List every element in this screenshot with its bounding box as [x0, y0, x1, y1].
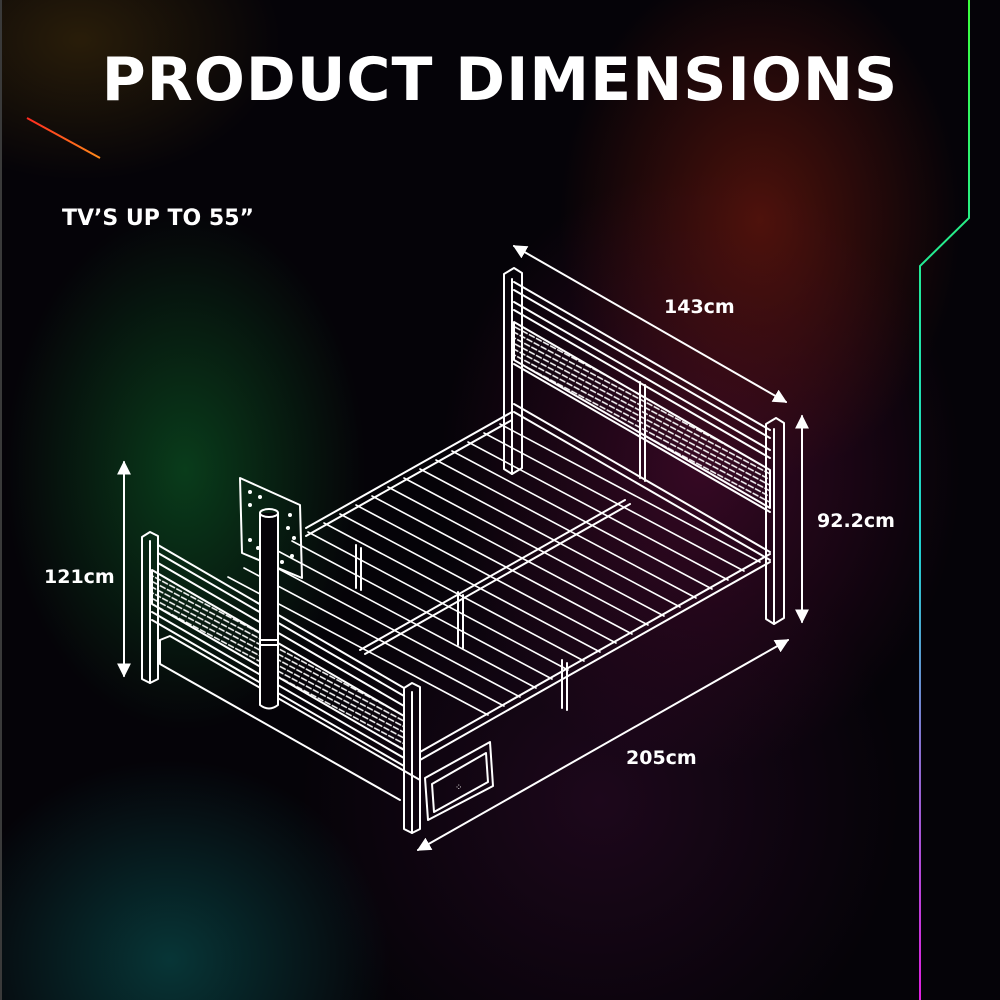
frame-right-line: [919, 0, 970, 1000]
page-title: PRODUCT DIMENSIONS: [101, 45, 899, 115]
under-bed-drawer: ⁘: [159, 635, 494, 821]
headboard-height-label: 92.2cm: [817, 510, 895, 532]
dimension-arrows: [117, 245, 809, 851]
length-arrow: [416, 639, 790, 851]
tv-mount: [239, 477, 303, 710]
width-label: 143cm: [664, 296, 735, 318]
length-label: 205cm: [626, 747, 697, 769]
left-edge-strip: [0, 0, 2, 1000]
tv-mount-height-label: 121cm: [44, 566, 115, 588]
frame-left-diagonal: [26, 117, 101, 159]
svg-text:⁘: ⁘: [455, 783, 463, 793]
width-arrow: [512, 245, 788, 403]
tv-capacity-note: TV’S UP TO 55”: [62, 206, 254, 231]
